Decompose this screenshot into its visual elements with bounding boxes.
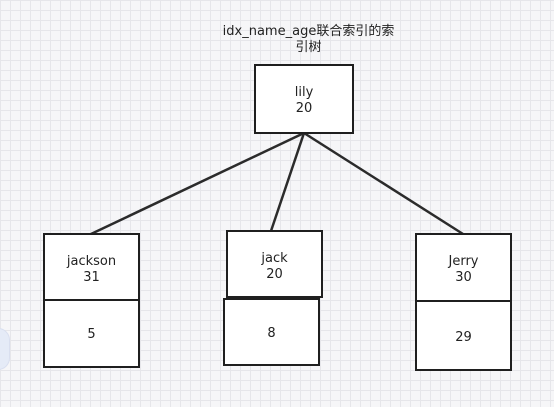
link-root-left (90, 131, 305, 236)
right-node-value: 30 (455, 270, 472, 285)
middle-node-child-value: 8 (267, 326, 276, 341)
left-node-name: jackson (66, 254, 117, 269)
right-node-child[interactable]: 29 (415, 300, 512, 371)
link-root-middle (269, 132, 306, 232)
middle-node-key[interactable]: jack 20 (226, 230, 323, 298)
left-node-value: 31 (83, 270, 100, 285)
root-node-value: 20 (295, 101, 313, 116)
right-node-name: Jerry (448, 254, 479, 269)
root-node-name: lily (294, 85, 314, 100)
right-node-child-value: 29 (455, 330, 472, 345)
diagram-title: idx_name_age联合索引的索引树 (222, 24, 395, 55)
middle-node-value: 20 (266, 267, 283, 282)
left-node-child-value: 5 (87, 327, 96, 342)
right-node-key[interactable]: Jerry 30 (415, 233, 512, 302)
middle-node-name: jack (261, 251, 288, 266)
middle-node-child[interactable]: 8 (223, 298, 320, 366)
left-node-key[interactable]: jackson 31 (43, 233, 140, 301)
link-root-right (303, 131, 464, 236)
left-node-child[interactable]: 5 (43, 299, 140, 368)
side-handle[interactable] (0, 328, 10, 370)
root-node[interactable]: lily 20 (254, 64, 354, 134)
